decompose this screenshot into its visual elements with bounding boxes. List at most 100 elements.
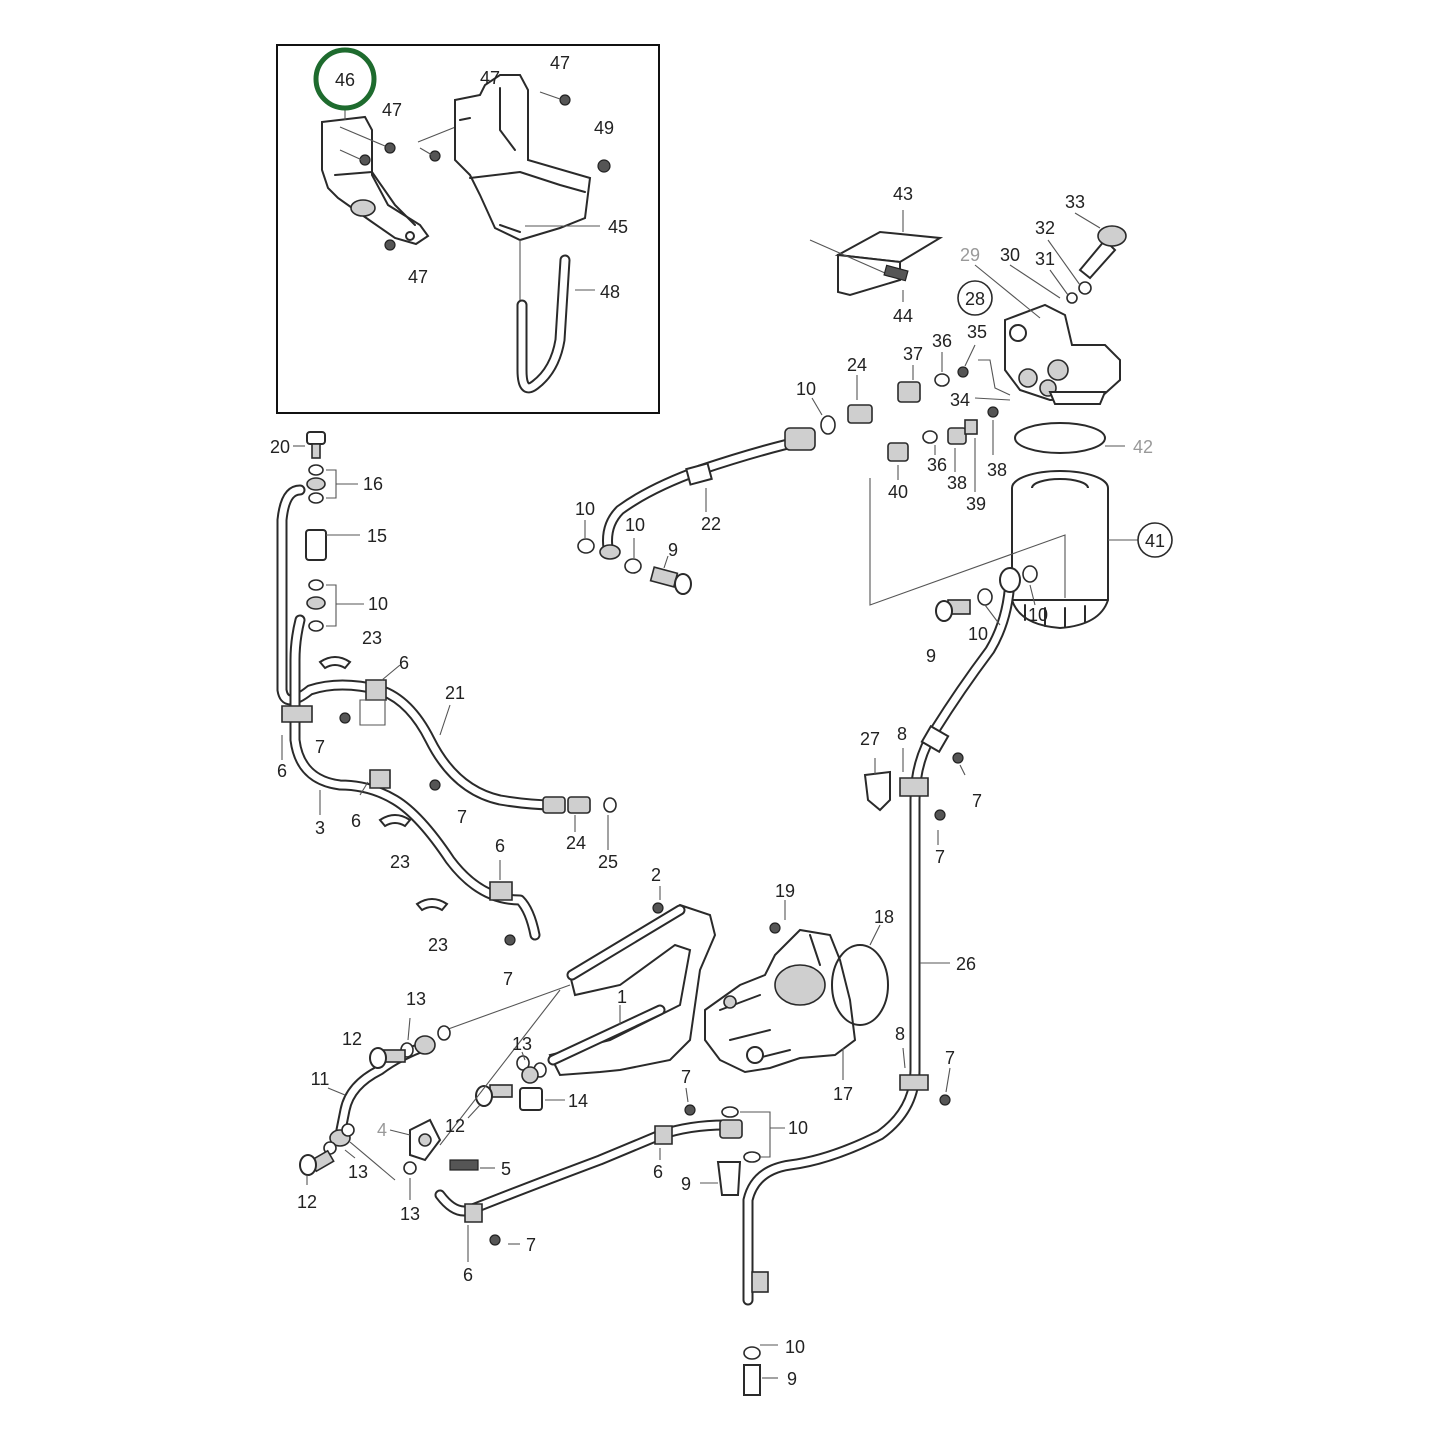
callout-7: 7 (315, 737, 325, 757)
callout-27: 27 (860, 729, 880, 749)
callout-labels: 46 47 47 47 47 49 45 48 43 44 33 32 29 3… (270, 47, 1173, 1389)
callout-40: 40 (888, 482, 908, 502)
cover-plate-43 (809, 210, 944, 302)
callout-13: 13 (400, 1204, 420, 1224)
callout-9: 9 (787, 1369, 797, 1389)
callout-8: 8 (897, 724, 907, 744)
callout-22: 22 (701, 514, 721, 534)
banjo-bolt-12-b (475, 1084, 513, 1107)
callout-23: 23 (362, 628, 382, 648)
callout-6: 6 (463, 1265, 473, 1285)
callout-16: 16 (363, 474, 383, 494)
callout-39: 39 (966, 494, 986, 514)
callout-6: 6 (277, 761, 287, 781)
callout-24: 24 (847, 355, 867, 375)
callout-47: 47 (480, 68, 500, 88)
callout-12: 12 (342, 1029, 362, 1049)
callout-10: 10 (968, 624, 988, 644)
banjo-bolt-12-c (299, 1149, 335, 1176)
banjo-bolt-12-a (369, 1047, 406, 1069)
callout-7: 7 (935, 847, 945, 867)
callout-9: 9 (668, 540, 678, 560)
banjo-bolt-9-upper (649, 566, 692, 595)
banjo-bolt-20 (306, 431, 326, 459)
callout-9: 9 (926, 646, 936, 666)
callout-36: 36 (927, 455, 947, 475)
callout-15: 15 (367, 526, 387, 546)
fuel-pipe-26 (742, 565, 1038, 1396)
callout-8: 8 (895, 1024, 905, 1044)
callout-6: 6 (495, 836, 505, 856)
callout-9: 9 (681, 1174, 691, 1194)
callout-29: 29 (960, 245, 980, 265)
callout-47: 47 (550, 53, 570, 73)
callout-10: 10 (575, 499, 595, 519)
callout-7: 7 (457, 807, 467, 827)
callout-37: 37 (903, 344, 923, 364)
callout-34: 34 (950, 390, 970, 410)
callout-13: 13 (348, 1162, 368, 1182)
bolt-47-inset-4 (384, 239, 396, 251)
bracket-1 (548, 903, 717, 1077)
callout-12: 12 (445, 1116, 465, 1136)
callout-25: 25 (598, 852, 618, 872)
callout-28: 28 (965, 289, 985, 309)
callout-44: 44 (893, 306, 913, 326)
callout-10: 10 (1028, 605, 1048, 625)
callout-21: 21 (445, 683, 465, 703)
callout-10: 10 (788, 1118, 808, 1138)
callout-13: 13 (512, 1034, 532, 1054)
callout-33: 33 (1065, 192, 1085, 212)
callout-49: 49 (594, 118, 614, 138)
left-bracket (321, 115, 430, 246)
callout-13: 13 (406, 989, 426, 1009)
banjo-bolt-9-right (935, 599, 971, 622)
callout-10: 10 (368, 594, 388, 614)
fittings-row (811, 344, 1125, 492)
callout-47: 47 (408, 267, 428, 287)
callout-19: 19 (775, 881, 795, 901)
callout-17: 17 (833, 1084, 853, 1104)
fuel-pipes-left (276, 431, 617, 946)
callout-31: 31 (1035, 249, 1055, 269)
callout-14: 14 (568, 1091, 588, 1111)
callout-26: 26 (956, 954, 976, 974)
callout-48: 48 (600, 282, 620, 302)
callout-38: 38 (987, 460, 1007, 480)
callout-32: 32 (1035, 218, 1055, 238)
callout-12: 12 (297, 1192, 317, 1212)
callout-45: 45 (608, 217, 628, 237)
callout-35: 35 (967, 322, 987, 342)
callout-6: 6 (351, 811, 361, 831)
callout-7: 7 (526, 1235, 536, 1255)
callout-7: 7 (503, 969, 513, 989)
callout-2: 2 (651, 865, 661, 885)
bolt-47-inset-3 (429, 150, 441, 162)
callout-24: 24 (566, 833, 586, 853)
fuel-filter-41 (869, 470, 1138, 630)
callout-10: 10 (796, 379, 816, 399)
highlight-ring-46 (313, 47, 377, 111)
callout-30: 30 (1000, 245, 1020, 265)
bolt-47-inset-1 (384, 142, 396, 154)
callout-36: 36 (932, 331, 952, 351)
circled-callout-41 (1137, 522, 1173, 558)
callout-4: 4 (377, 1120, 387, 1140)
callout-7: 7 (972, 791, 982, 811)
right-bracket (454, 74, 592, 242)
fuel-pipe-22 (577, 427, 816, 595)
callout-42: 42 (1133, 437, 1153, 457)
bolt-47-inset-6 (559, 94, 571, 106)
lower-left-assembly (299, 886, 785, 1262)
callout-5: 5 (501, 1159, 511, 1179)
filter-head-assembly (974, 212, 1127, 405)
callout-6: 6 (399, 653, 409, 673)
callout-10: 10 (785, 1337, 805, 1357)
callout-7: 7 (945, 1048, 955, 1068)
callout-10: 10 (625, 515, 645, 535)
callout-23: 23 (390, 852, 410, 872)
callout-6: 6 (653, 1162, 663, 1182)
callout-38: 38 (947, 473, 967, 493)
callout-18: 18 (874, 907, 894, 927)
